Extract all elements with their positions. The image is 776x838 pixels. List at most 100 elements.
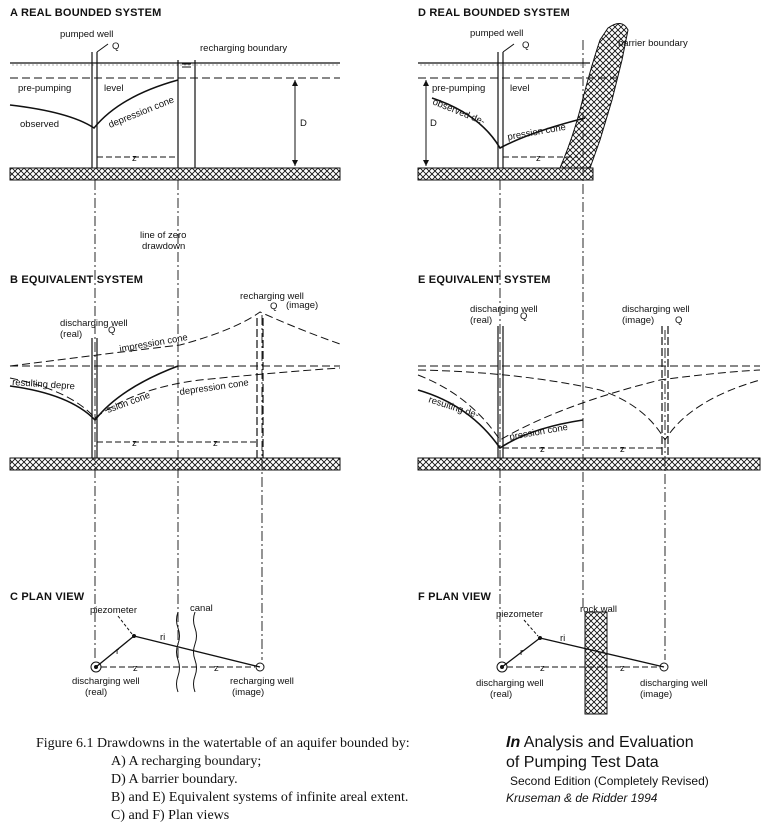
panel-c-z2-label: z bbox=[214, 663, 219, 674]
panel-d-pumped-well-label: pumped well bbox=[470, 28, 523, 39]
panel-f-r-line bbox=[501, 637, 541, 668]
panel-c-canal-left bbox=[176, 611, 180, 693]
panel-e-discharging-well-label: discharging well bbox=[470, 304, 538, 315]
panel-a-d-label: D bbox=[300, 118, 307, 129]
panel-e-image-label: (image) bbox=[622, 315, 654, 326]
caption-line-5: C) and F) Plan views bbox=[111, 808, 230, 823]
panel-c-title: C PLAN VIEW bbox=[10, 591, 85, 603]
panel-f-piezometer-label: piezometer bbox=[496, 609, 543, 620]
panel-b-real-label: (real) bbox=[60, 329, 82, 340]
panel-e-pression-cone-label: pression cone bbox=[509, 422, 569, 443]
panel-b-z1-label: z bbox=[132, 438, 137, 449]
panel-a-title: A REAL BOUNDED SYSTEM bbox=[10, 7, 162, 19]
panel-d-z-label: z bbox=[536, 153, 541, 164]
panel-b-depression-cone-label: depression cone bbox=[179, 377, 250, 398]
panel-b-image-label: (image) bbox=[286, 300, 318, 311]
panel-e-q2-label: Q bbox=[675, 315, 682, 326]
panel-d-title: D REAL BOUNDED SYSTEM bbox=[418, 7, 570, 19]
source-reference: In Analysis and Evaluation of Pumping Te… bbox=[506, 733, 771, 807]
panel-f: F PLAN VIEW piezometer rock wall r ri z … bbox=[418, 591, 708, 715]
panel-b-title: B EQUIVALENT SYSTEM bbox=[10, 274, 143, 286]
panel-b-resulting-cone bbox=[9, 365, 179, 422]
panel-d: D REAL BOUNDED SYSTEM pumped well Q barr… bbox=[417, 7, 688, 181]
panel-b: B EQUIVALENT SYSTEM discharging well (re… bbox=[9, 274, 341, 471]
panel-b-resulting-depre-label: resulting depre bbox=[12, 377, 75, 392]
panel-d-pre-pumping-label: pre-pumping bbox=[432, 83, 485, 94]
right-guide-lines bbox=[499, 40, 666, 660]
panel-a: A REAL BOUNDED SYSTEM pumped well Q rech… bbox=[9, 7, 341, 181]
figure-caption: Figure 6.1 Drawdowns in the watertable o… bbox=[36, 735, 410, 825]
panel-a-depression-cone-label: depression cone bbox=[107, 94, 176, 130]
panel-d-level-label: level bbox=[510, 83, 530, 94]
panel-b-ssion-cone-label: ssion cone bbox=[105, 390, 151, 416]
source-in: In bbox=[506, 734, 521, 751]
panel-f-rock-wall bbox=[584, 611, 608, 715]
panel-a-q-label: Q bbox=[112, 41, 119, 52]
caption-line-4: B) and E) Equivalent systems of infinite… bbox=[111, 790, 409, 805]
panel-c-recharging-well-label: recharging well bbox=[230, 676, 294, 687]
panel-e-resulting-cone bbox=[417, 389, 584, 450]
panel-c-canal-label: canal bbox=[190, 603, 213, 614]
left-guide-lines bbox=[94, 180, 263, 660]
panel-e-real-cone bbox=[417, 369, 761, 441]
panel-a-observed-label: observed bbox=[20, 119, 59, 130]
panel-a-ground-surface bbox=[10, 63, 340, 67]
panel-a-recharging-boundary-label: recharging boundary bbox=[200, 43, 287, 54]
line-of-zero-label-2: drawdown bbox=[142, 241, 185, 252]
panel-a-pre-pumping-label: pre-pumping bbox=[18, 83, 71, 94]
panel-f-discharging-well-image-label: discharging well bbox=[640, 678, 708, 689]
source-title-2: of Pumping Test Data bbox=[506, 754, 659, 771]
panel-f-discharging-well-label: discharging well bbox=[476, 678, 544, 689]
panel-f-image-label: (image) bbox=[640, 689, 672, 700]
caption-line-3: D) A barrier boundary. bbox=[111, 772, 238, 787]
panel-b-recharging-well-label: recharging well bbox=[240, 291, 304, 302]
panel-d-observed-de-label: observed de- bbox=[431, 97, 487, 128]
panel-a-pumped-well-label: pumped well bbox=[60, 29, 113, 40]
panel-e-z2-label: z bbox=[620, 444, 625, 455]
panel-f-r-label: r bbox=[520, 647, 523, 658]
panel-b-impervious-base bbox=[9, 457, 341, 471]
panel-a-level-label: level bbox=[104, 83, 124, 94]
caption-line-1: Figure 6.1 Drawdowns in the watertable o… bbox=[36, 736, 410, 751]
panel-b-impression-cone bbox=[9, 311, 341, 367]
panel-f-z2-label: z bbox=[620, 663, 625, 674]
panel-a-z-label: z bbox=[132, 153, 137, 164]
panel-f-ri-label: ri bbox=[560, 633, 565, 644]
panel-c-discharging-well-label: discharging well bbox=[72, 676, 140, 687]
panel-a-depression-cone-curve bbox=[9, 79, 179, 130]
panel-e-impervious-base bbox=[417, 457, 761, 471]
panel-e-title: E EQUIVALENT SYSTEM bbox=[418, 274, 551, 286]
source-edition: Second Edition (Completely Revised) bbox=[510, 774, 709, 788]
panel-f-rock-wall-label: rock wall bbox=[580, 604, 617, 615]
panel-c-r-line bbox=[95, 635, 135, 668]
panel-e-real-label: (real) bbox=[470, 315, 492, 326]
panel-d-barrier-boundary-label: barrier boundary bbox=[618, 38, 688, 49]
panel-b-discharging-well-label: discharging well bbox=[60, 318, 128, 329]
panel-d-impervious-base bbox=[417, 167, 594, 181]
panel-e-z1-label: z bbox=[540, 444, 545, 455]
panel-b-depression-cone bbox=[9, 367, 341, 419]
panel-c-ri-line bbox=[133, 635, 261, 668]
source-title-1: Analysis and Evaluation bbox=[520, 734, 694, 751]
panel-d-barrier-rock bbox=[559, 23, 629, 169]
panel-f-z1-label: z bbox=[540, 663, 545, 674]
panel-c-recharging-well-symbol bbox=[255, 662, 265, 672]
panel-e-q1-label: Q bbox=[520, 311, 527, 322]
line-of-zero-label-1: line of zero bbox=[140, 230, 186, 241]
panel-f-real-label: (real) bbox=[490, 689, 512, 700]
panel-e-resulting-de-label: resulting de- bbox=[427, 394, 480, 421]
panel-e: E EQUIVALENT SYSTEM discharging well (re… bbox=[417, 274, 761, 471]
panel-f-title: F PLAN VIEW bbox=[418, 591, 492, 603]
panel-c-piezometer-label: piezometer bbox=[90, 605, 137, 616]
caption-line-2: A) A recharging boundary; bbox=[111, 754, 262, 769]
panel-c-ri-label: ri bbox=[160, 632, 165, 643]
source-authors: Kruseman & de Ridder 1994 bbox=[506, 791, 658, 805]
panel-a-impervious-base bbox=[9, 167, 341, 181]
panel-b-z2-label: z bbox=[213, 438, 218, 449]
panel-e-discharging-well-image-label: discharging well bbox=[622, 304, 690, 315]
panel-b-image-q-label: Q bbox=[270, 301, 277, 312]
panel-e-image-cone bbox=[417, 369, 761, 441]
panel-d-pression-cone-label: pression cone bbox=[507, 122, 567, 143]
panel-c: C PLAN VIEW piezometer canal r ri z z di… bbox=[10, 591, 294, 698]
